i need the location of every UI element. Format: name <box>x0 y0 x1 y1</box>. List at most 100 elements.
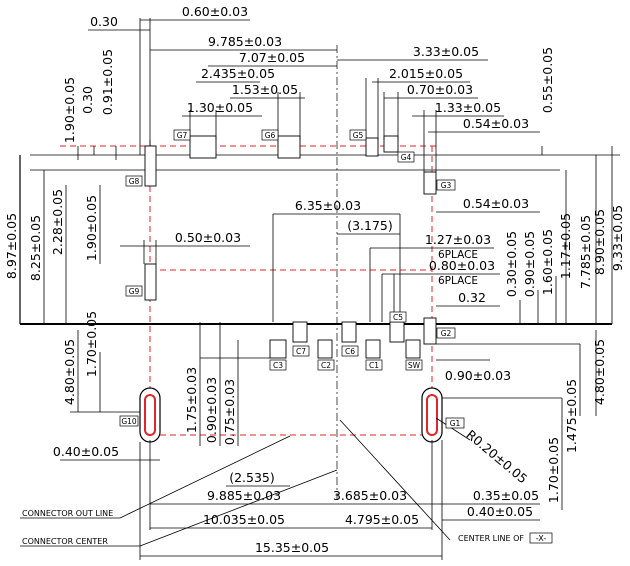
dim-d52: 10.035±0.05 <box>203 512 285 527</box>
dim-d11: 1.33±0.05 <box>435 100 501 115</box>
label-g5: G5 <box>353 131 364 140</box>
pad-g4 <box>383 135 399 153</box>
label-sw: SW <box>408 361 421 370</box>
dim-d04: 3.33±0.05 <box>413 44 479 59</box>
label-c2: C2 <box>321 361 331 370</box>
pad-c5 <box>389 321 405 343</box>
red-centerlines <box>60 140 440 436</box>
dim-d30: 0.30±0.05 <box>504 231 519 297</box>
label-g4: G4 <box>401 153 412 162</box>
pad-g2 <box>423 317 437 345</box>
dim-d15: 0.30 <box>80 86 95 114</box>
dim-d09: 0.70±0.03 <box>407 82 473 97</box>
dim-d22: 2.28±0.05 <box>50 189 65 255</box>
dim-d23: 1.90±0.05 <box>84 195 99 261</box>
label-g9: G9 <box>129 287 140 296</box>
label-g10: G10 <box>121 417 137 426</box>
dim-d08: 1.53±0.05 <box>232 82 298 97</box>
dim-d51: 0.35±0.05 <box>473 488 539 503</box>
dim-d33: 1.17±0.05 <box>558 213 573 279</box>
datum-x-label: -X- <box>536 534 547 543</box>
pad-g5 <box>365 137 379 157</box>
dim-d43: 1.475±0.05 <box>564 379 579 453</box>
pad-g6 <box>277 135 301 159</box>
dim-d35: 8.90±0.05 <box>592 209 607 275</box>
pad-c6 <box>341 321 357 343</box>
pad-c2 <box>317 339 333 359</box>
pad-c1 <box>365 339 381 359</box>
dim-d37: 4.80±0.05 <box>62 339 77 405</box>
dim-d46: 1.70±0.05 <box>546 437 561 503</box>
dim-d25: 1.27±0.03 <box>425 232 491 247</box>
dim-d50: 3.685±0.03 <box>333 488 407 503</box>
pad-c7 <box>292 321 308 343</box>
dim-d45: R0.20±0.05 <box>463 427 530 487</box>
dim-d12: 0.54±0.03 <box>463 116 529 131</box>
dim-d05: 7.07±0.05 <box>239 50 305 65</box>
dim-d44: 4.80±0.05 <box>592 339 607 405</box>
dim-d02: 0.60±0.03 <box>182 4 248 19</box>
dim-d03: 9.785±0.03 <box>208 34 282 49</box>
pad-g9 <box>144 263 157 301</box>
label-g7: G7 <box>177 131 188 140</box>
center-line-of-label: CENTER LINE OF <box>458 534 524 543</box>
pad-labels: G7 G6 G5 G4 G3 G8 G9 G10 G1 G2 C3 C7 C2 … <box>121 131 460 428</box>
dim-d42: 0.90±0.03 <box>445 368 511 383</box>
label-c1: C1 <box>369 361 379 370</box>
dim-d24: 0.50±0.03 <box>175 230 241 245</box>
dim-d18: (3.175) <box>347 218 393 233</box>
dim-d29: 0.32 <box>458 290 486 305</box>
pad-label-boxes <box>119 129 553 544</box>
dim-d34: 7.785±0.05 <box>578 215 593 289</box>
label-g3: G3 <box>441 181 452 190</box>
connector-center-label: CONNECTOR CENTER <box>22 537 108 546</box>
dim-d48: (2.535) <box>229 470 275 485</box>
label-c7: C7 <box>296 347 306 356</box>
label-c3: C3 <box>273 361 283 370</box>
dim-d27: 0.80±0.03 <box>429 258 495 273</box>
connector-out-line-label: CONNECTOR OUT LINE <box>22 509 113 518</box>
dim-d16: 0.91±0.05 <box>100 49 115 115</box>
dim-d17: 6.35±0.03 <box>295 198 361 213</box>
dim-d54: 0.40±0.05 <box>467 504 533 519</box>
pad-g7 <box>189 135 217 159</box>
pad-sw <box>405 339 421 359</box>
dim-d07: 2.015±0.05 <box>389 66 463 81</box>
label-g6: G6 <box>265 131 276 140</box>
dim-d39: 1.75±0.03 <box>184 367 199 433</box>
label-g8: G8 <box>129 177 140 186</box>
dim-d31: 0.90±0.05 <box>522 231 537 297</box>
slot-holes <box>139 387 443 443</box>
dim-d38: 1.70±0.05 <box>84 311 99 377</box>
pad-g8 <box>144 145 157 187</box>
label-g2: G2 <box>441 329 452 338</box>
dim-d26: 6PLACE <box>438 249 478 261</box>
dim-d28: 6PLACE <box>438 275 478 287</box>
pad-c3 <box>269 339 287 359</box>
dim-d06: 2.435±0.05 <box>201 66 275 81</box>
label-c5: C5 <box>393 313 403 322</box>
dim-d20: 8.97±0.05 <box>4 213 19 279</box>
dim-d53: 4.795±0.05 <box>345 512 419 527</box>
dim-d19: 0.54±0.03 <box>463 196 529 211</box>
annotations: CONNECTOR OUT LINE CONNECTOR CENTER CENT… <box>22 509 546 546</box>
dim-d36: 9.33±0.05 <box>610 205 625 271</box>
dim-d32: 1.60±0.05 <box>540 229 555 295</box>
dim-d13: 0.55±0.05 <box>540 47 555 113</box>
dim-d21: 8.25±0.05 <box>28 215 43 281</box>
label-g1: G1 <box>450 419 461 428</box>
dim-d47: 0.40±0.05 <box>53 444 119 459</box>
dim-d55: 15.35±0.05 <box>255 540 329 555</box>
dim-d49: 9.885±0.03 <box>207 488 281 503</box>
dim-d10: 1.30±0.05 <box>187 100 253 115</box>
dim-d01: 0.30 <box>90 14 118 29</box>
label-c6: C6 <box>345 347 355 356</box>
dim-d14: 1.90±0.05 <box>62 77 77 143</box>
dimension-texts: 0.30 0.60±0.03 9.785±0.03 3.33±0.05 7.07… <box>53 4 539 555</box>
dim-d41: 0.75±0.03 <box>222 379 237 445</box>
pad-g3 <box>423 171 437 195</box>
dim-d40: 0.90±0.03 <box>204 377 219 443</box>
dimension-lines <box>20 18 613 560</box>
pads-bottom <box>269 317 437 359</box>
